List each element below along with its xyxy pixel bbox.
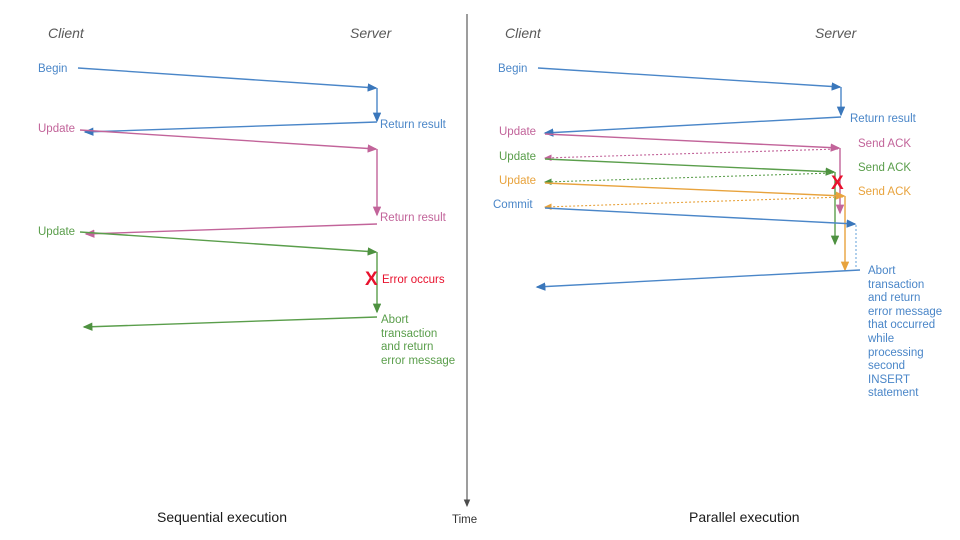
sequential-message-error-occurs: Error occurs [382,274,445,286]
parallel-message-return-result: Return result [850,113,916,125]
arrow-begin-request [77,67,382,123]
arrow-update-green-request [79,231,382,314]
arrow-begin-request-p [537,67,846,117]
time-axis-label: Time [452,514,478,526]
arrow-update-pink-p [544,133,845,215]
sequential-message-begin: Begin [38,63,68,75]
parallel-message-begin: Begin [498,63,528,75]
sequential-actor-server: Server [350,25,392,41]
sequential-message-update-green: Update [38,226,76,238]
sequential-message-update-pink: Update [38,123,76,135]
parallel-message-update-pink: Update [499,126,537,138]
parallel-message-update-orange: Update [499,175,537,187]
parallel-abort-note: Abort transaction and return error messa… [868,265,943,400]
parallel-caption: Parallel execution [689,509,800,525]
sequential-message-return-result-2: Return result [380,212,446,224]
arrow-update-green-p [544,158,840,246]
arrow-update-pink-request [79,129,382,217]
sequential-message-return-result-1: Return result [380,119,446,131]
arrow-ack-orange [543,196,844,211]
parallel-message-commit: Commit [493,199,533,211]
arrow-update-orange-p [544,182,850,272]
arrow-return-result-2 [84,223,378,238]
arrow-ack-green [543,172,834,186]
arrow-abort-return-left [82,316,378,331]
parallel-actor-client: Client [505,25,541,41]
error-x-icon-sequential: X [365,269,378,290]
parallel-message-send-ack-orange: Send ACK [858,186,912,198]
error-x-icon-parallel: X [831,173,844,194]
arrow-ack-pink [543,148,839,162]
arrow-commit-p [544,207,857,268]
arrow-return-result-p [543,116,842,137]
sequential-caption: Sequential execution [157,509,287,525]
sequential-panel-arrows [77,67,382,331]
parallel-message-send-ack-green: Send ACK [858,162,912,174]
sequential-actor-client: Client [48,25,84,41]
arrow-return-result-1 [83,121,378,136]
arrow-abort-return-right [535,269,861,291]
parallel-message-update-green: Update [499,151,537,163]
parallel-actor-server: Server [815,25,857,41]
sequential-abort-note: Abort transaction and return error messa… [381,314,456,367]
parallel-message-send-ack-pink: Send ACK [858,138,912,150]
parallel-panel-arrows [535,67,861,291]
